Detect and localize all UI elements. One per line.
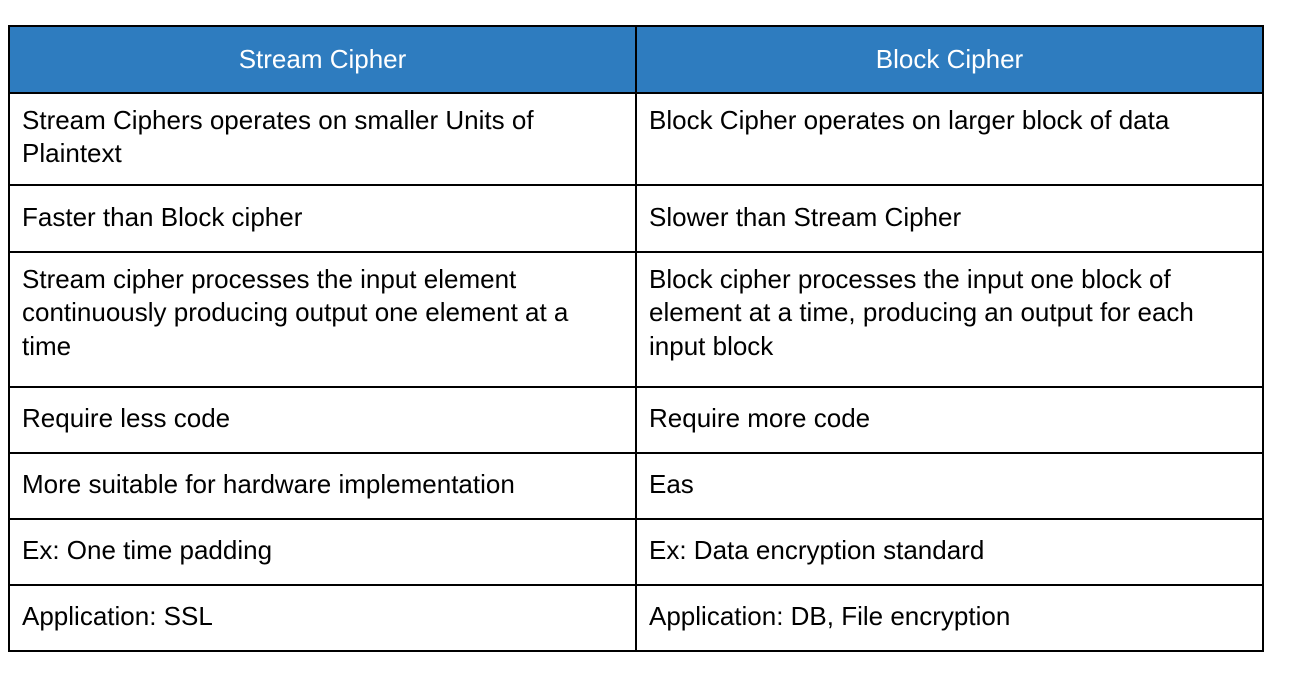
- cell-stream-4-text: More suitable for hardware implementatio…: [22, 469, 515, 500]
- column-header-block-cipher-label: Block Cipher: [875, 44, 1024, 75]
- table-header-row: Stream Cipher Block Cipher: [8, 25, 1264, 94]
- table-row: Faster than Block cipher Slower than Str…: [8, 184, 1264, 253]
- table-row: Stream Ciphers operates on smaller Units…: [8, 92, 1264, 186]
- cell-block-6-text: Application: DB, File encryption: [649, 601, 1011, 632]
- table-row: Stream cipher processes the input elemen…: [8, 251, 1264, 388]
- cell-block-3: Require more code: [635, 386, 1264, 454]
- cell-block-0-text: Block Cipher operates on larger block of…: [649, 105, 1170, 135]
- cell-block-5-text: Ex: Data encryption standard: [649, 535, 985, 566]
- cell-stream-5: Ex: One time padding: [8, 518, 637, 586]
- cell-block-2-text: Block cipher processes the input one blo…: [649, 264, 1194, 361]
- column-header-stream-cipher-label: Stream Cipher: [238, 44, 407, 75]
- cell-stream-1: Faster than Block cipher: [8, 184, 637, 253]
- table-header: Stream Cipher Block Cipher: [8, 25, 1264, 94]
- cell-stream-2-text: Stream cipher processes the input elemen…: [22, 264, 569, 361]
- cell-block-1: Slower than Stream Cipher: [635, 184, 1264, 253]
- table-row: More suitable for hardware implementatio…: [8, 452, 1264, 520]
- cell-stream-3: Require less code: [8, 386, 637, 454]
- cell-block-4: Eas: [635, 452, 1264, 520]
- cell-block-1-text: Slower than Stream Cipher: [649, 201, 962, 232]
- table-row: Ex: One time padding Ex: Data encryption…: [8, 518, 1264, 586]
- column-header-block-cipher: Block Cipher: [635, 25, 1264, 94]
- cell-stream-3-text: Require less code: [22, 403, 231, 434]
- cell-block-5: Ex: Data encryption standard: [635, 518, 1264, 586]
- cell-block-2: Block cipher processes the input one blo…: [635, 251, 1264, 388]
- cipher-comparison-table: Stream Cipher Block Cipher Stream Cipher…: [8, 25, 1264, 652]
- cell-stream-2: Stream cipher processes the input elemen…: [8, 251, 637, 388]
- cell-stream-0: Stream Ciphers operates on smaller Units…: [8, 92, 637, 186]
- cell-stream-5-text: Ex: One time padding: [22, 535, 273, 566]
- cell-block-3-text: Require more code: [649, 403, 871, 434]
- cell-stream-6-text: Application: SSL: [22, 601, 213, 632]
- table-row: Application: SSL Application: DB, File e…: [8, 584, 1264, 652]
- cell-block-4-text: Eas: [649, 469, 694, 500]
- table-body: Stream Ciphers operates on smaller Units…: [8, 92, 1264, 652]
- cell-stream-4: More suitable for hardware implementatio…: [8, 452, 637, 520]
- column-header-stream-cipher: Stream Cipher: [8, 25, 637, 94]
- table-row: Require less code Require more code: [8, 386, 1264, 454]
- cell-stream-6: Application: SSL: [8, 584, 637, 652]
- cell-stream-1-text: Faster than Block cipher: [22, 201, 303, 232]
- cell-block-0: Block Cipher operates on larger block of…: [635, 92, 1264, 186]
- cell-block-6: Application: DB, File encryption: [635, 584, 1264, 652]
- cell-stream-0-text: Stream Ciphers operates on smaller Units…: [22, 105, 534, 169]
